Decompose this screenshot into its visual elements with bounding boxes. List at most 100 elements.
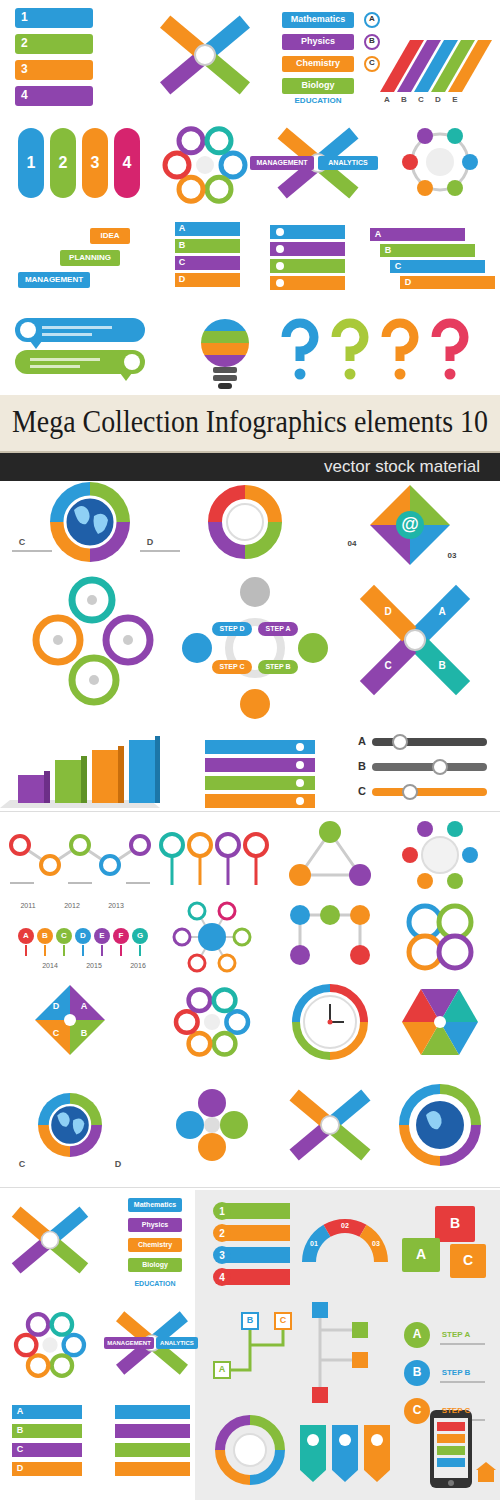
phone-illustration — [476, 1462, 496, 1470]
hub-diagram — [219, 955, 235, 971]
hub-diagram — [189, 903, 205, 919]
x-letter-diagram — [405, 630, 425, 650]
label-text: STEP C — [442, 1407, 471, 1415]
pin-lines — [82, 945, 84, 956]
label-text: A — [81, 1002, 88, 1011]
label-text: EDUCATION — [295, 97, 342, 105]
label-text: 03 — [448, 552, 457, 560]
letter-circle — [365, 57, 379, 71]
label-text: 02 — [341, 1222, 349, 1229]
node-text: F — [119, 932, 124, 941]
info-bands — [270, 242, 345, 256]
speech-bubbles — [15, 318, 145, 381]
speech-bubbles — [15, 318, 145, 342]
circle-diagram — [417, 873, 433, 889]
circle-ring — [16, 1314, 84, 1376]
step-lines — [440, 1343, 485, 1421]
circle-diagram — [447, 873, 463, 889]
banner-band — [0, 395, 500, 481]
section-divider — [0, 811, 500, 812]
pin-markers — [161, 834, 183, 856]
info-band: 2 — [50, 128, 76, 198]
four-leaf-circles — [409, 936, 441, 968]
panel-ground — [195, 1190, 500, 1500]
box-path — [214, 1362, 230, 1378]
label-text: A — [17, 1407, 24, 1416]
globe-diagram — [12, 482, 180, 562]
number-circle: A — [18, 928, 34, 944]
label-text: C — [179, 258, 186, 267]
pinwheel — [402, 989, 478, 1055]
node-text: A — [413, 1328, 422, 1341]
globe-diagram — [38, 1093, 102, 1157]
stacked-bands — [205, 794, 315, 808]
circle-ring — [176, 989, 248, 1054]
shield-tabs — [307, 1434, 319, 1446]
pin-lines — [63, 945, 65, 956]
number-circle: B — [404, 1360, 430, 1386]
info-band: Physics — [282, 34, 354, 50]
node-text: B — [450, 1216, 460, 1231]
bar-columns — [44, 771, 50, 803]
info-band: Chemistry — [282, 56, 354, 72]
ring-diagram — [220, 1420, 280, 1480]
circle-diagram — [447, 128, 463, 144]
letter-bands — [12, 1424, 82, 1438]
letter-bands — [175, 273, 240, 287]
node-text: 1 — [21, 11, 28, 24]
box-path — [230, 1329, 283, 1370]
timeline-wave — [68, 882, 92, 884]
pin-markers — [227, 857, 230, 885]
flow-circles — [350, 945, 370, 965]
speech-bubbles — [42, 326, 112, 329]
label-text: 2012 — [64, 902, 80, 909]
phone-illustration — [437, 1434, 465, 1443]
info-band: A — [402, 1238, 440, 1272]
x-infographic — [12, 1206, 88, 1273]
letter-circle — [365, 13, 379, 27]
letter-bands — [12, 1405, 82, 1419]
question-marks — [445, 369, 456, 380]
stacked-bands — [296, 779, 304, 787]
pin-markers — [255, 857, 258, 885]
step-circles — [204, 1117, 220, 1133]
step-diagram — [298, 633, 328, 663]
label-text: C — [19, 1160, 26, 1169]
label-text: D — [405, 278, 412, 287]
arc-segments — [309, 1231, 327, 1262]
info-band: 4 — [114, 128, 140, 198]
x-letter-diagram — [360, 585, 470, 695]
node-text: 3 — [91, 154, 100, 172]
info-band: B — [435, 1206, 475, 1242]
hub-diagram — [198, 923, 226, 951]
info-band: 2 — [15, 34, 93, 54]
speech-bubbles — [124, 354, 140, 370]
arc-segments — [309, 1226, 381, 1262]
info-bands — [115, 1443, 190, 1457]
option-diamond — [35, 1020, 70, 1055]
letter-circle — [365, 13, 379, 71]
flow-circles — [290, 905, 370, 965]
clock-diagram — [328, 1020, 333, 1025]
speech-bubbles — [120, 373, 132, 381]
node-text: MANAGEMENT — [107, 1340, 151, 1347]
stacked-bands — [205, 758, 315, 772]
clock-diagram — [329, 1004, 331, 1022]
info-band: STEP B — [258, 660, 298, 674]
info-band: ANALYTICS — [156, 1337, 198, 1349]
question-marks — [436, 323, 464, 361]
info-bands — [115, 1462, 190, 1476]
option-diamond — [35, 985, 105, 1055]
node-text: IDEA — [100, 232, 119, 241]
label-text: A — [384, 96, 390, 104]
info-band: C — [450, 1244, 486, 1278]
label-text: C — [395, 262, 402, 271]
speech-bubbles — [30, 365, 80, 368]
node-text: A — [23, 932, 29, 941]
pyramid-bands — [380, 40, 492, 92]
globe-ring — [404, 1089, 476, 1161]
lightbulb — [200, 331, 250, 343]
pin-markers — [161, 834, 267, 885]
number-circle: 3 — [213, 1246, 231, 1264]
flow-circles — [290, 905, 310, 925]
